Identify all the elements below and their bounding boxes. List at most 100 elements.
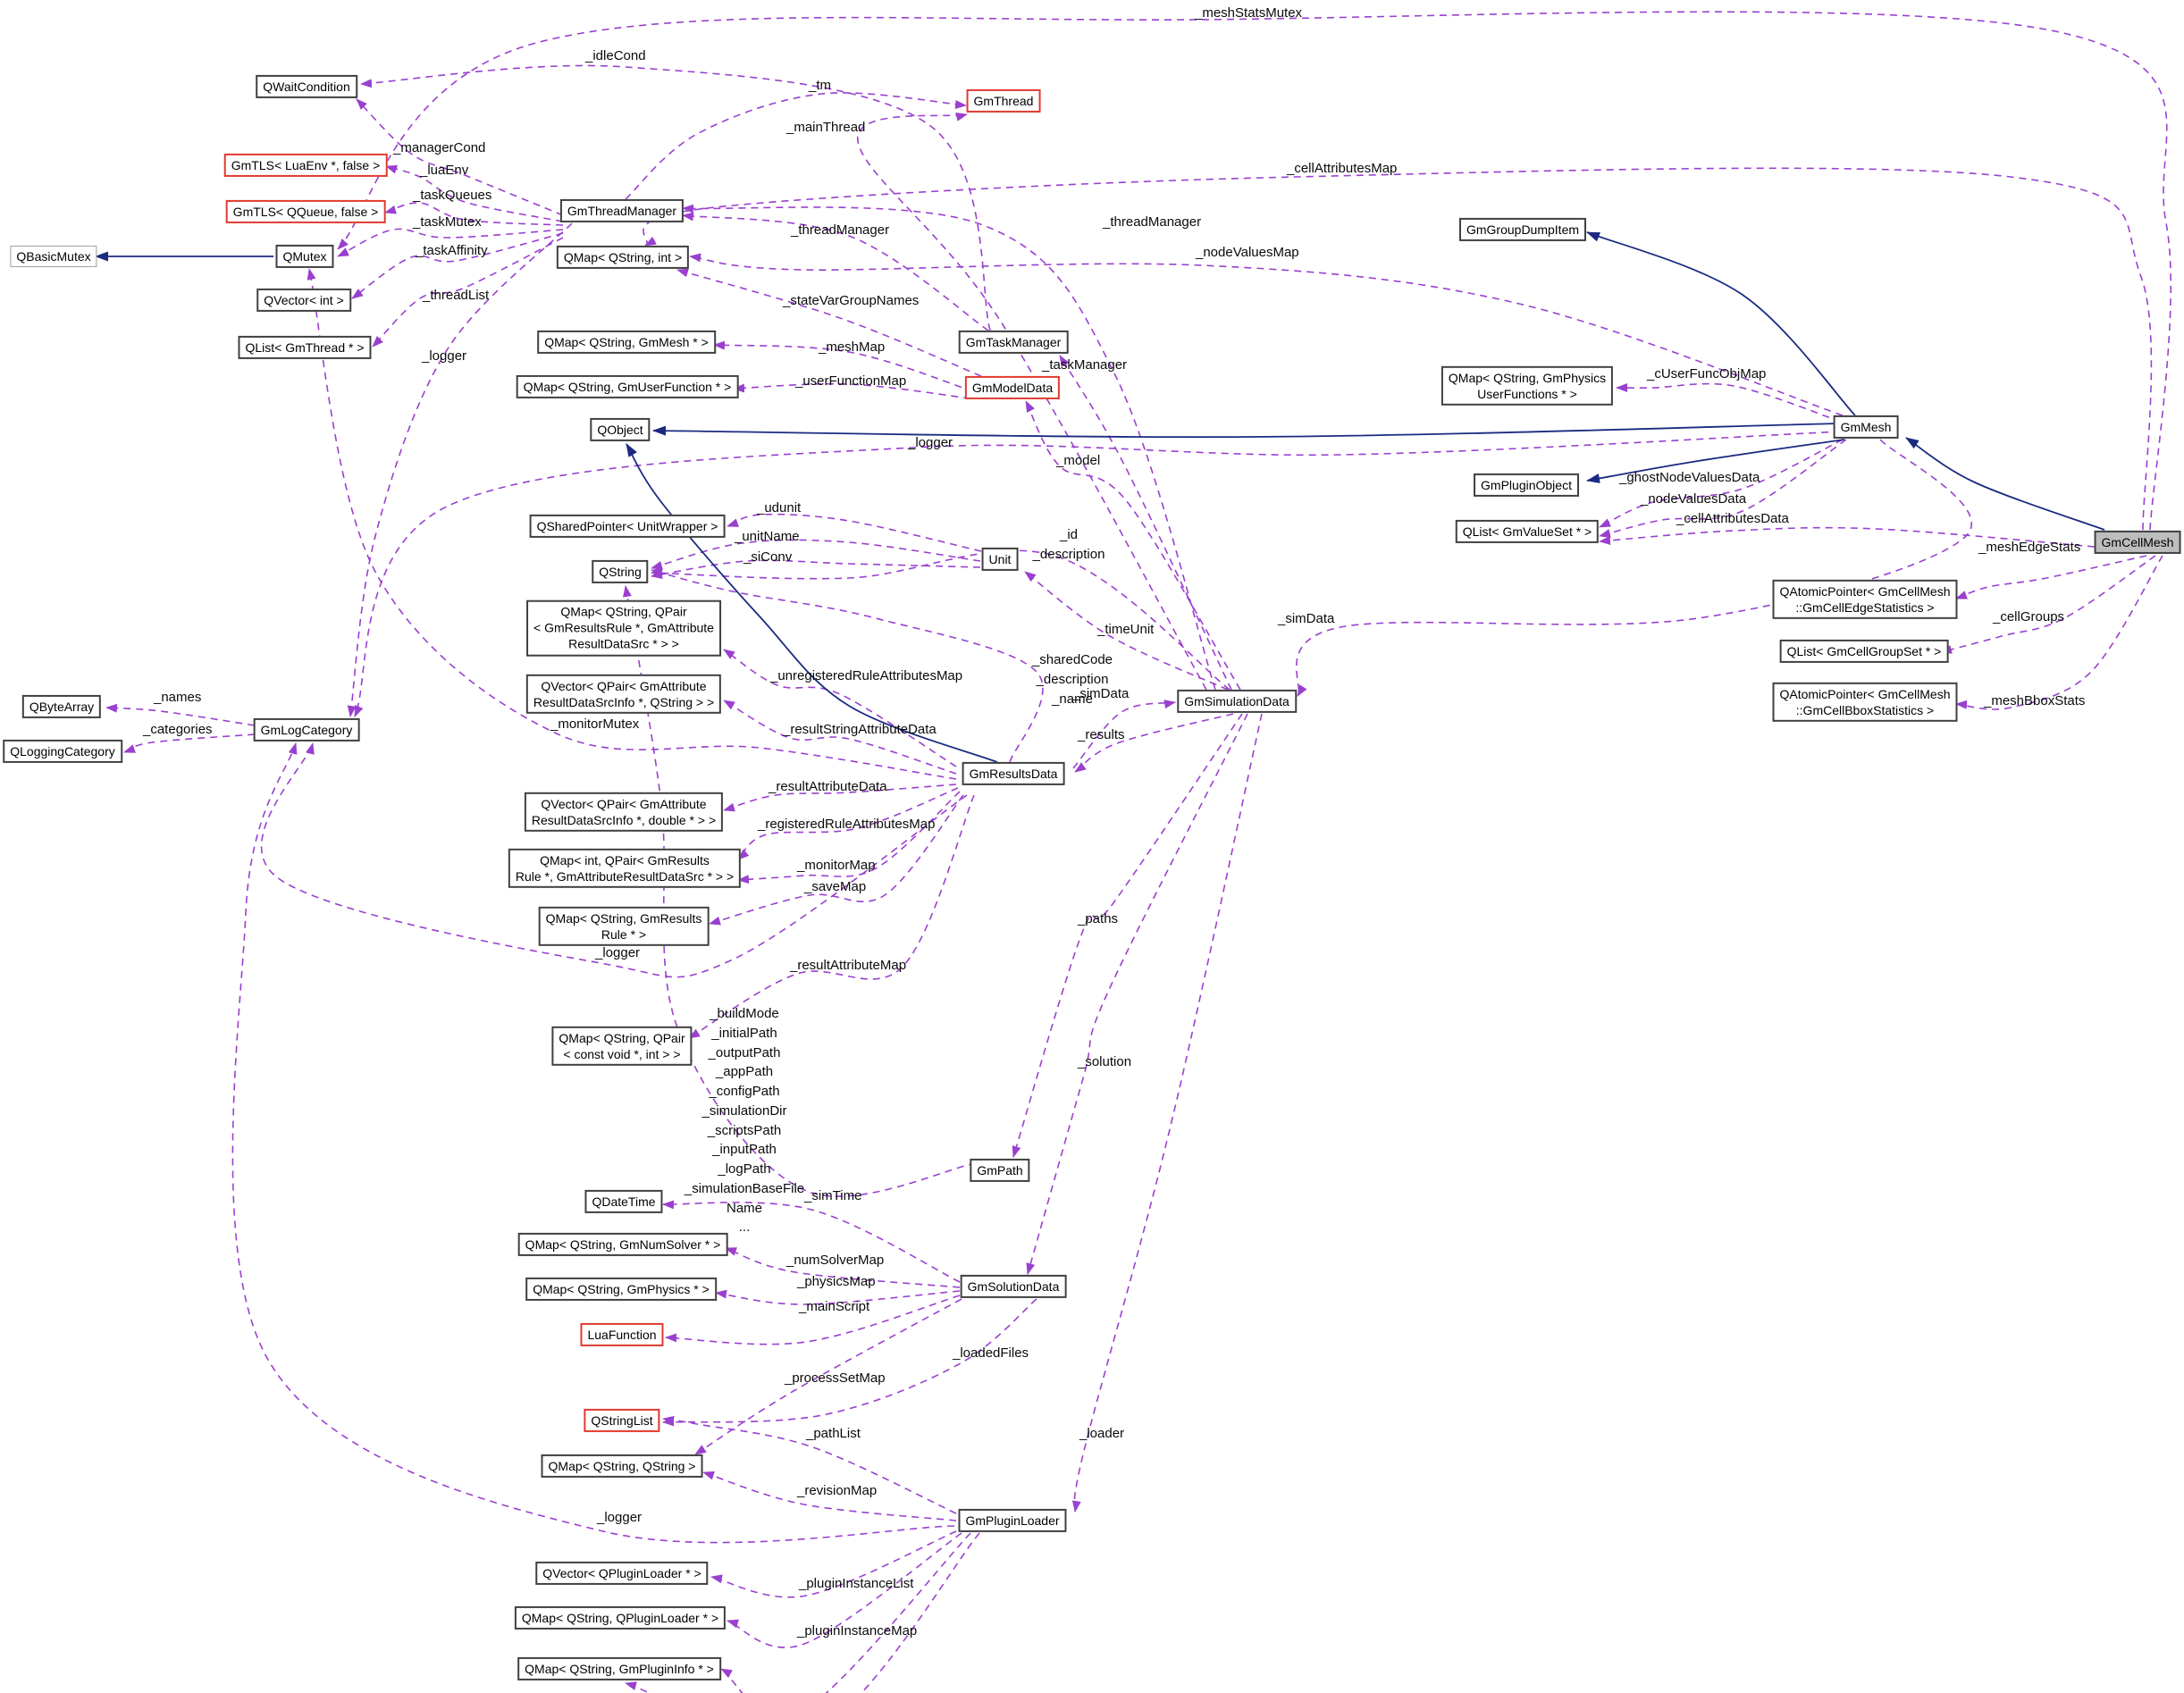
edge-label-registeredRuleAttributesMap: _registeredRuleAttributesMap bbox=[758, 817, 936, 832]
edge-label-taskAffinity: _taskAffinity bbox=[416, 243, 488, 258]
node-gmthread[interactable]: GmThread bbox=[966, 88, 1041, 113]
node-qmap-qstring-gmplugininfo[interactable]: QMap< QString, GmPluginInfo * > bbox=[517, 1656, 721, 1681]
node-gmgroupdumpitem[interactable]: GmGroupDumpItem bbox=[1458, 217, 1587, 242]
node-qmap-qstring-gmnumsolver[interactable]: QMap< QString, GmNumSolver * > bbox=[517, 1232, 728, 1257]
edge-loadedFiles bbox=[662, 1298, 1037, 1427]
edge-label-simData: _simData bbox=[1072, 686, 1130, 701]
node-qmap-qstring-qpluginloader[interactable]: QMap< QString, QPluginLoader * > bbox=[514, 1605, 727, 1630]
node-qloggingcategory[interactable]: QLoggingCategory bbox=[3, 739, 122, 764]
edge-label-tm: _tm bbox=[809, 78, 832, 93]
edge-inheritance bbox=[1586, 439, 1845, 483]
edge-unitName bbox=[651, 539, 981, 570]
edge-label-simData: _simData bbox=[1278, 611, 1335, 626]
node-qmutex[interactable]: QMutex bbox=[275, 244, 334, 269]
edge-registeredRuleAttributesMap bbox=[737, 787, 959, 860]
node-gmsimulationdata[interactable]: GmSimulationData bbox=[1177, 689, 1297, 714]
node-qmap-qstring-gmmesh[interactable]: QMap< QString, GmMesh * > bbox=[537, 330, 716, 355]
edge-tm bbox=[625, 92, 967, 200]
edge-label-sharedCode: _sharedCode _description _name bbox=[1031, 652, 1113, 707]
node-qatomicpointer-edgestats[interactable]: QAtomicPointer< GmCellMesh ::GmCellEdgeS… bbox=[1772, 579, 1958, 620]
node-qatomicpointer-bboxstats[interactable]: QAtomicPointer< GmCellMesh ::GmCellBboxS… bbox=[1772, 682, 1958, 723]
edge-taskMutex bbox=[337, 228, 564, 257]
edge-label-pathList: _pathList bbox=[806, 1426, 861, 1441]
edge-monitorMutex bbox=[307, 268, 957, 780]
edge-siConv bbox=[651, 559, 981, 580]
node-luafunction[interactable]: LuaFunction bbox=[580, 1322, 664, 1347]
node-gmsolutiondata[interactable]: GmSolutionData bbox=[960, 1274, 1067, 1299]
edge-label-resultAttributeData: _resultAttributeData bbox=[769, 779, 887, 794]
node-qsharedpointer-unitwrapper[interactable]: QSharedPointer< UnitWrapper > bbox=[529, 514, 726, 539]
edge-label-nodeValuesMap: _nodeValuesMap bbox=[1196, 245, 1299, 260]
node-qlist-gmthread[interactable]: QList< GmThread * > bbox=[238, 335, 372, 360]
edge-logger bbox=[261, 742, 968, 978]
edge-label-simTime: _simTime bbox=[804, 1188, 862, 1203]
node-qlist-gmvalueset[interactable]: QList< GmValueSet * > bbox=[1455, 519, 1600, 544]
node-qmap-qstring-gmphysics[interactable]: QMap< QString, GmPhysics * > bbox=[525, 1277, 717, 1302]
edge-label-numSolverMap: _numSolverMap bbox=[786, 1253, 885, 1268]
node-qbasicmutex[interactable]: QBasicMutex bbox=[10, 245, 97, 268]
node-qmap-gmphysics-userfunctions[interactable]: QMap< QString, GmPhysics UserFunctions *… bbox=[1441, 365, 1614, 406]
node-qmap-int-qpair-gmresults[interactable]: QMap< int, QPair< GmResults Rule *, GmAt… bbox=[508, 848, 742, 889]
edge-label-meshBboxStats: _meshBboxStats bbox=[1984, 693, 2086, 708]
edge-label-paths: _paths bbox=[1078, 911, 1119, 926]
node-qvector-attrsrc-qstring[interactable]: QVector< QPair< GmAttribute ResultDataSr… bbox=[525, 674, 722, 715]
node-unit[interactable]: Unit bbox=[981, 547, 1019, 572]
node-gmpluginobject[interactable]: GmPluginObject bbox=[1474, 473, 1579, 498]
edge-label-cUserFuncObjMap: _cUserFuncObjMap bbox=[1647, 366, 1767, 381]
node-qvector-int[interactable]: QVector< int > bbox=[256, 288, 351, 313]
node-qmap-qstring-int[interactable]: QMap< QString, int > bbox=[556, 245, 690, 270]
node-qdatetime[interactable]: QDateTime bbox=[584, 1189, 663, 1214]
node-qmap-qstring-qstring[interactable]: QMap< QString, QString > bbox=[541, 1454, 703, 1479]
node-qmap-qstring-gmresultsrule[interactable]: QMap< QString, GmResults Rule * > bbox=[538, 906, 710, 947]
node-gmtaskmanager[interactable]: GmTaskManager bbox=[958, 330, 1069, 355]
edge-label-model: _model bbox=[1056, 453, 1101, 468]
node-qmap-rule-attrsrc[interactable]: QMap< QString, QPair < GmResultsRule *, … bbox=[526, 599, 721, 657]
node-gmpath[interactable]: GmPath bbox=[970, 1158, 1030, 1183]
edge-label-pluginInstanceList: _pluginInstanceList bbox=[799, 1576, 914, 1591]
edge-cellAttributesData bbox=[1599, 526, 2096, 548]
edge-inheritance bbox=[626, 443, 998, 763]
node-qlist-gmcellgroupset[interactable]: QList< GmCellGroupSet * > bbox=[1779, 639, 1949, 664]
edge-categories bbox=[123, 733, 256, 753]
edge-label-udunit: _udunit bbox=[757, 500, 802, 515]
edge-label-meshMap: _meshMap bbox=[819, 339, 886, 355]
edge-pluginInfoMap bbox=[625, 1532, 980, 1693]
node-qstring[interactable]: QString bbox=[592, 559, 649, 584]
node-gmcellmesh[interactable]: GmCellMesh bbox=[2094, 530, 2181, 555]
node-gmmodeldata[interactable]: GmModelData bbox=[964, 375, 1061, 400]
edge-label-logger: _logger bbox=[597, 1510, 643, 1525]
edge-nodeValuesMap bbox=[689, 253, 1844, 416]
node-qvector-qpluginloader[interactable]: QVector< QPluginLoader * > bbox=[535, 1561, 709, 1586]
edge-inheritance bbox=[652, 423, 1840, 439]
edge-label-siConv: _siConv bbox=[743, 549, 793, 565]
edge-label-meshEdgeStats: _meshEdgeStats bbox=[1978, 540, 2081, 555]
node-qstringlist[interactable]: QStringList bbox=[584, 1408, 660, 1433]
edge-paths bbox=[1012, 713, 1243, 1158]
node-gmmesh[interactable]: GmMesh bbox=[1833, 415, 1899, 440]
edge-pluginDataAliasMap bbox=[720, 1532, 971, 1693]
node-gmtls-qqueue[interactable]: GmTLS< QQueue, false > bbox=[225, 199, 386, 224]
edge-label-categories: _categories bbox=[143, 722, 213, 737]
node-gmthreadmanager[interactable]: GmThreadManager bbox=[559, 198, 685, 223]
edge-id bbox=[651, 549, 1231, 691]
node-qvector-attrsrc-double[interactable]: QVector< QPair< GmAttribute ResultDataSr… bbox=[524, 792, 724, 833]
node-gmtls-luaenv[interactable]: GmTLS< LuaEnv *, false > bbox=[223, 153, 388, 178]
node-gmpluginloader[interactable]: GmPluginLoader bbox=[958, 1508, 1067, 1533]
node-qmap-qstring-gmuserfunction[interactable]: QMap< QString, GmUserFunction * > bbox=[516, 374, 739, 399]
node-qobject[interactable]: QObject bbox=[590, 417, 651, 442]
edge-label-unregisteredRuleAttributesMap: _unregisteredRuleAttributesMap bbox=[770, 668, 963, 683]
node-gmresultsdata[interactable]: GmResultsData bbox=[962, 761, 1065, 786]
edge-monitorMap bbox=[737, 791, 961, 884]
edge-meshEdgeStats bbox=[1955, 555, 2147, 599]
edge-label-cellAttributesMap: _cellAttributesMap bbox=[1287, 161, 1398, 176]
node-qwaitcondition[interactable]: QWaitCondition bbox=[256, 74, 357, 99]
edge-label-resultAttributeMap: _resultAttributeMap bbox=[790, 958, 907, 973]
edge-saveMap bbox=[709, 794, 964, 926]
node-qbytearray[interactable]: QByteArray bbox=[21, 694, 102, 719]
edge-cellAttributesMap bbox=[643, 167, 2153, 531]
node-qmap-qstring-constvoid[interactable]: QMap< QString, QPair < const void *, int… bbox=[551, 1026, 693, 1067]
edge-physicsMap bbox=[715, 1289, 961, 1305]
node-gmlogcategory[interactable]: GmLogCategory bbox=[253, 717, 360, 742]
edge-label-loadedFiles: _loadedFiles bbox=[953, 1345, 1029, 1361]
